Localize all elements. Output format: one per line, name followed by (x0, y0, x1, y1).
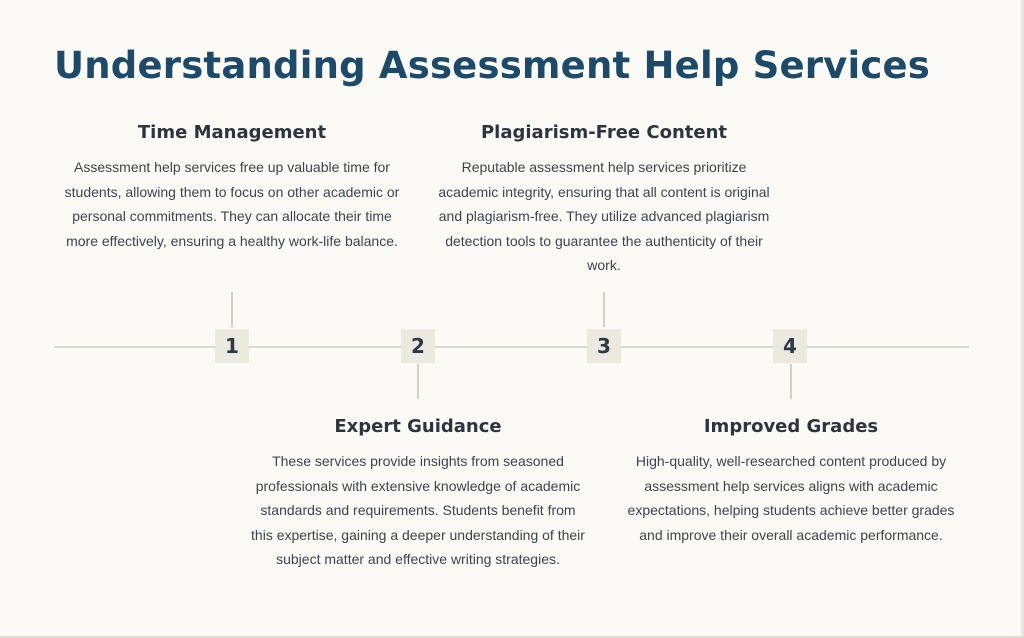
step-card-4: Improved Grades High-quality, well-resea… (621, 414, 961, 547)
slide-title: Understanding Assessment Help Services (54, 44, 931, 87)
step-text-2: These services provide insights from sea… (251, 453, 585, 568)
step-card-2: Expert Guidance These services provide i… (248, 414, 588, 572)
timeline-connector-2 (417, 364, 419, 399)
step-heading-3: Plagiarism-Free Content (480, 122, 728, 143)
step-card-1: Time Management Assessment help services… (62, 120, 402, 253)
step-marker-4: 4 (773, 329, 807, 363)
step-marker-1: 1 (215, 329, 249, 363)
step-card-3: Plagiarism-Free Content Reputable assess… (434, 120, 774, 278)
step-heading-2: Expert Guidance (334, 416, 502, 437)
step-heading-4: Improved Grades (703, 416, 879, 437)
step-text-3: Reputable assessment help services prior… (438, 159, 770, 274)
timeline-connector-3 (603, 292, 605, 327)
timeline-connector-4 (790, 364, 792, 399)
slide-edge-right (1021, 0, 1024, 638)
step-heading-1: Time Management (137, 122, 327, 143)
slide-edge-bottom (0, 636, 1024, 638)
step-marker-3: 3 (587, 329, 621, 363)
timeline-axis (54, 346, 969, 348)
step-text-4: High-quality, well-researched content pr… (627, 453, 955, 543)
timeline-connector-1 (231, 292, 233, 327)
step-text-1: Assessment help services free up valuabl… (64, 159, 400, 249)
step-marker-2: 2 (401, 329, 435, 363)
